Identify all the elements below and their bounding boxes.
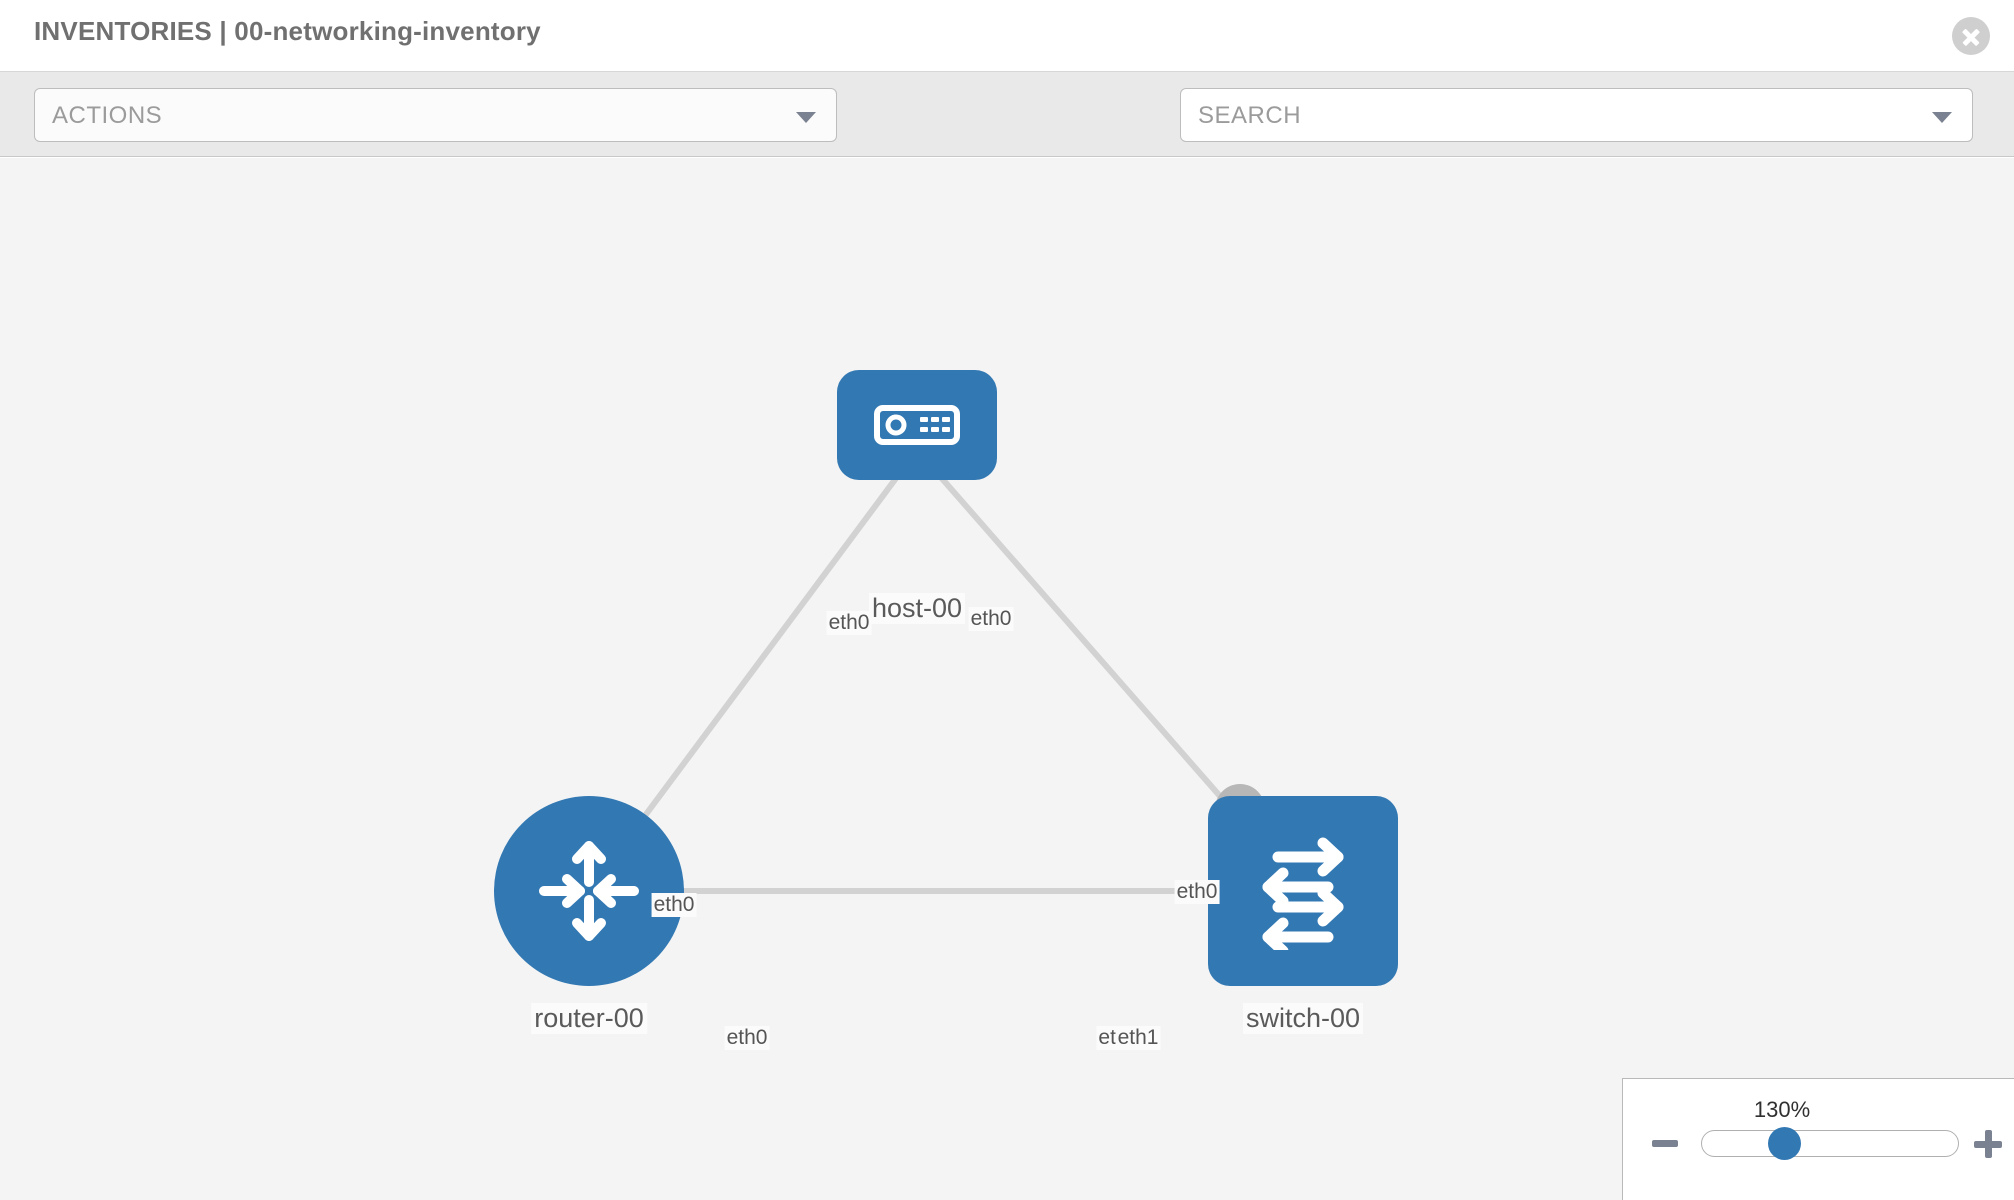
edge-label: eth0 bbox=[968, 607, 1014, 631]
minus-icon[interactable] bbox=[1652, 1140, 1678, 1147]
close-icon[interactable] bbox=[1952, 17, 1990, 55]
node-switch-00[interactable] bbox=[1208, 796, 1398, 986]
page-title: INVENTORIES | 00-networking-inventory bbox=[34, 16, 541, 46]
node-router-00[interactable] bbox=[494, 796, 684, 986]
node-switch-00-shape[interactable] bbox=[1208, 796, 1398, 986]
search-input[interactable]: SEARCH bbox=[1180, 88, 1973, 142]
node-switch-00-label: switch-00 bbox=[1242, 1003, 1364, 1034]
edge-label: eth0 bbox=[724, 1026, 770, 1050]
title-bar: INVENTORIES | 00-networking-inventory bbox=[0, 0, 2014, 72]
router-arrows-icon bbox=[539, 841, 639, 941]
node-host-00[interactable] bbox=[837, 370, 997, 480]
plus-icon[interactable] bbox=[1974, 1130, 2002, 1158]
zoom-percent-label: 130% bbox=[1753, 1097, 1811, 1122]
zoom-slider-handle[interactable] bbox=[1768, 1127, 1801, 1160]
node-host-00-shape[interactable] bbox=[837, 370, 997, 480]
chevron-down-icon[interactable] bbox=[1932, 112, 1952, 123]
edge-label: eth0 bbox=[826, 611, 872, 635]
edge-label: eth0 bbox=[1174, 880, 1220, 904]
edge-label: eth1 bbox=[1115, 1026, 1161, 1050]
zoom-control-panel: 130% bbox=[1622, 1078, 2014, 1200]
node-host-00-label: host-00 bbox=[868, 593, 966, 624]
node-router-00-label: router-00 bbox=[531, 1003, 647, 1034]
search-placeholder: SEARCH bbox=[1198, 102, 1302, 129]
edge-label: eth0 bbox=[651, 893, 697, 917]
server-device-icon bbox=[874, 405, 960, 445]
topology-canvas[interactable]: host-00 router-00 bbox=[0, 158, 2014, 1200]
actions-dropdown-label: ACTIONS bbox=[52, 102, 163, 129]
topology-edges bbox=[586, 428, 1306, 913]
actions-dropdown[interactable]: ACTIONS bbox=[34, 88, 837, 142]
edge-connectors bbox=[618, 428, 1265, 913]
chevron-down-icon bbox=[796, 112, 816, 123]
node-router-00-shape[interactable] bbox=[494, 796, 684, 986]
switch-arrows-icon bbox=[1262, 837, 1344, 950]
toolbar: ACTIONS SEARCH bbox=[0, 72, 2014, 202]
zoom-slider[interactable] bbox=[1701, 1130, 1959, 1157]
